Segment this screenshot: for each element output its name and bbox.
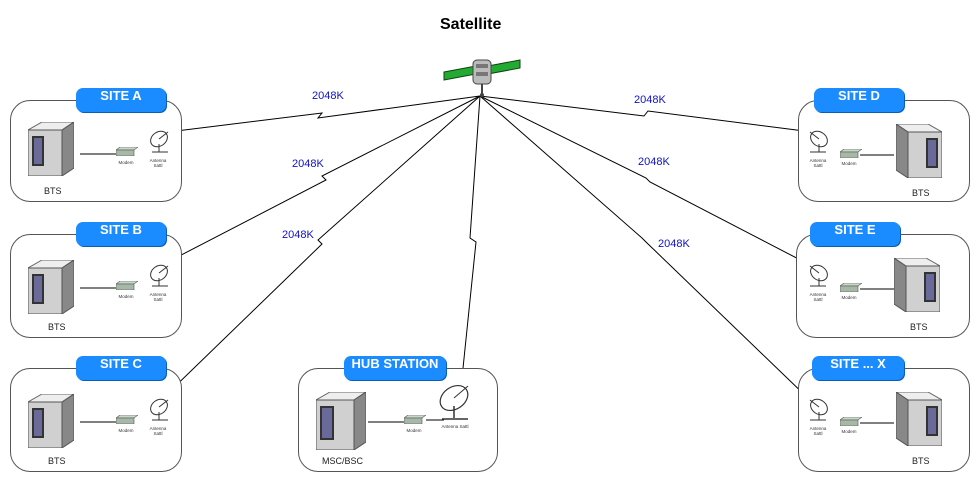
server-icon xyxy=(316,392,366,450)
hub-station-label: HUB STATION xyxy=(344,356,446,380)
link-site-b xyxy=(159,95,481,267)
dish-antenna-icon xyxy=(439,384,469,420)
link-rate-site-b: 2048K xyxy=(292,158,324,170)
modem-icon xyxy=(116,281,138,290)
hub-antenna-label: Antenna Sattl xyxy=(441,424,469,429)
connection-line xyxy=(860,422,894,424)
site-a-equipment: BTS xyxy=(44,186,62,196)
dish-antenna-icon xyxy=(150,264,169,287)
site-b-antenna-label: Antenna Sattl xyxy=(149,292,167,302)
diagram-title: Satellite xyxy=(440,16,502,33)
site-e-equipment: BTS xyxy=(910,322,928,332)
modem-icon xyxy=(840,149,862,158)
connection-line xyxy=(80,421,120,423)
server-icon xyxy=(28,260,74,314)
connection-line xyxy=(860,154,894,156)
satellite-icon xyxy=(443,59,521,97)
site-x-label: SITE ... X xyxy=(812,356,904,380)
dish-antenna-icon xyxy=(150,130,169,153)
link-site-e xyxy=(479,95,813,267)
site-d-antenna-label: Antenna Sattl xyxy=(809,158,827,168)
site-c-modem-label: Modem xyxy=(118,428,134,433)
site-x-equipment: BTS xyxy=(912,456,930,466)
site-e-modem-label: Modem xyxy=(841,295,857,300)
link-site-x xyxy=(479,95,813,403)
server-icon xyxy=(28,394,74,448)
link-rate-site-a: 2048K xyxy=(312,90,344,102)
dish-antenna-icon xyxy=(809,398,828,421)
site-a-modem-label: Modem xyxy=(118,160,134,165)
link-rate-site-x: 2048K xyxy=(658,238,690,250)
server-icon xyxy=(896,124,942,178)
site-a-label: SITE A xyxy=(76,88,166,112)
dish-antenna-icon xyxy=(809,130,828,153)
modem-icon xyxy=(840,417,862,426)
site-c-equipment: BTS xyxy=(48,456,66,466)
link-rate-site-e: 2048K xyxy=(638,156,670,168)
connection-line xyxy=(368,421,408,423)
server-icon xyxy=(28,122,74,176)
modem-icon xyxy=(840,283,862,292)
server-icon xyxy=(896,392,942,446)
dish-antenna-icon xyxy=(809,264,828,287)
site-d-label: SITE D xyxy=(814,88,904,112)
connection-line xyxy=(426,419,444,421)
dish-antenna-icon xyxy=(150,398,169,421)
site-x-antenna-label: Antenna Sattl xyxy=(809,426,827,436)
connection-line xyxy=(860,288,894,290)
site-e-antenna-label: Antenna Sattl xyxy=(809,292,827,302)
site-b-modem-label: Modem xyxy=(118,294,134,299)
modem-icon xyxy=(404,415,426,424)
site-a-antenna-label: Antenna Sattl xyxy=(149,158,167,168)
connection-line xyxy=(80,287,120,289)
site-d-modem-label: Modem xyxy=(841,161,857,166)
modem-icon xyxy=(116,147,138,156)
site-x-modem-label: Modem xyxy=(841,429,857,434)
hub-equipment: MSC/BSC xyxy=(322,456,364,466)
site-e-label: SITE E xyxy=(810,222,900,246)
link-site-a xyxy=(159,95,481,134)
hub-modem-label: Modem xyxy=(406,428,422,433)
site-c-antenna-label: Antenna Sattl xyxy=(149,426,167,436)
link-site-d xyxy=(479,95,813,133)
site-d-equipment: BTS xyxy=(912,188,930,198)
link-rate-site-d: 2048K xyxy=(634,94,666,106)
connection-line xyxy=(80,153,120,155)
site-b-equipment: BTS xyxy=(48,322,66,332)
link-hub xyxy=(461,95,481,379)
modem-icon xyxy=(116,415,138,424)
server-icon xyxy=(894,258,940,312)
site-b-label: SITE B xyxy=(76,222,166,246)
site-c-label: SITE C xyxy=(76,356,166,380)
link-rate-site-c: 2048K xyxy=(282,229,314,241)
link-site-c xyxy=(159,95,481,402)
